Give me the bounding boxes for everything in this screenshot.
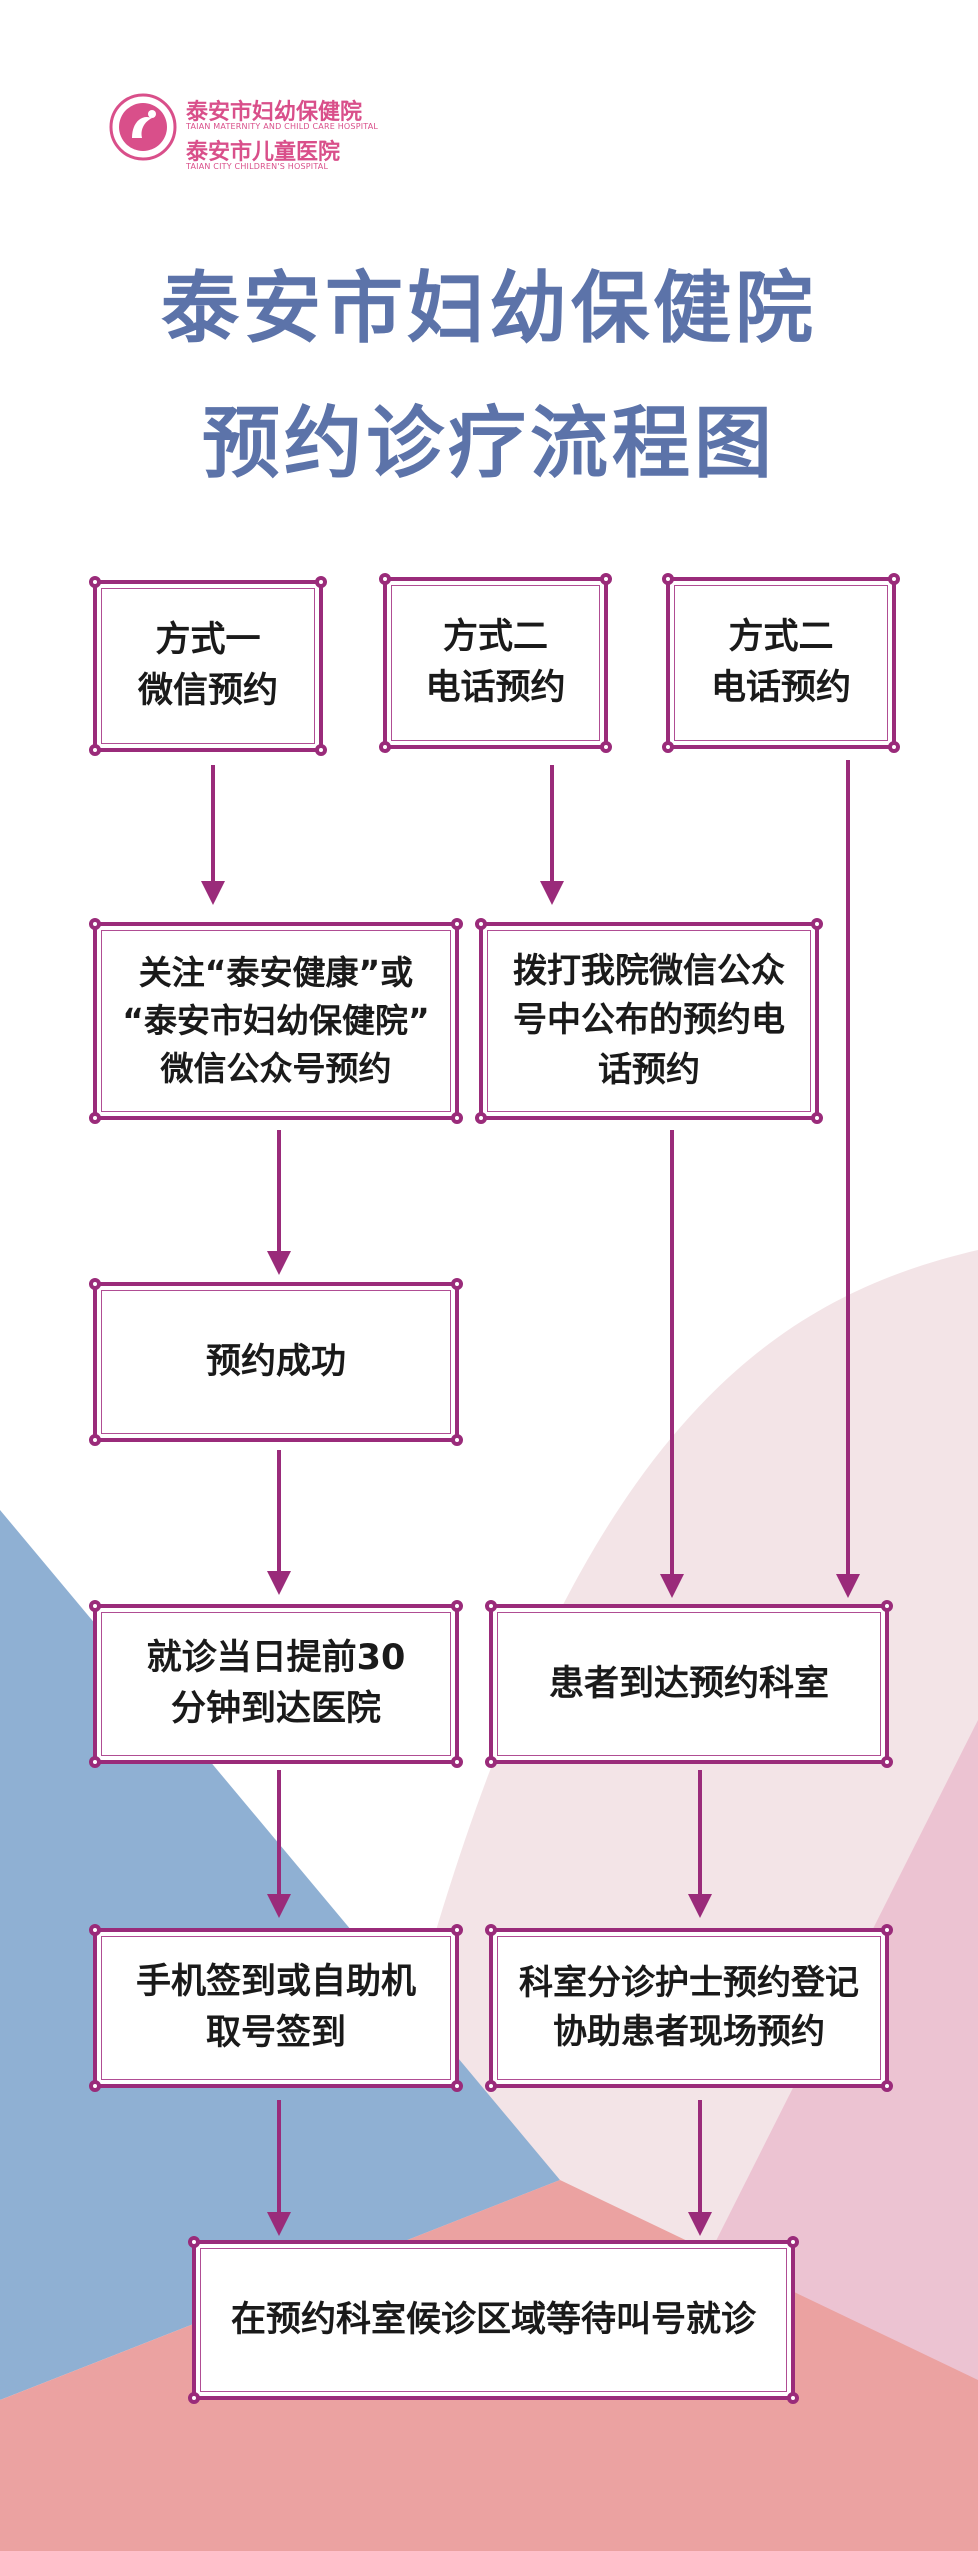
method3-box: 方式二 电话预约 [662,573,900,753]
method3-line1: 方式二 [728,617,834,658]
logo-english-line1: TAIAN MATERNITY AND CHILD CARE HOSPITAL [186,122,379,131]
wechat-step-line1: 关注“泰安健康”或 [138,953,414,993]
wechat-step-box: 关注“泰安健康”或 “泰安市妇幼保健院” 微信公众号预约 [89,918,463,1124]
hospital-logo: 泰安市妇幼保健院 TAIAN MATERNITY AND CHILD CARE … [108,92,378,178]
checkin-line2: 取号签到 [205,2013,346,2053]
logo-name-line1: 泰安市妇幼保健院 [186,100,363,125]
success-box: 预约成功 [89,1278,463,1446]
nurse-line2: 协助患者现场预约 [553,2012,825,2052]
nurse-box: 科室分诊护士预约登记 协助患者现场预约 [485,1924,893,2092]
method2-line1: 方式二 [442,617,548,658]
wechat-step-line3: 微信公众号预约 [160,1048,392,1088]
nurse-line1: 科室分诊护士预约登记 [519,1962,859,2003]
page-title-line1: 泰安市妇幼保健院 [160,263,817,354]
page-title-line2: 预约诊疗流程图 [201,398,776,489]
phone-step-line2: 号中公布的预约电 [513,1000,785,1041]
checkin-box: 手机签到或自助机 取号签到 [89,1924,463,2092]
method2-box: 方式二 电话预约 [379,573,612,753]
hospital-emblem-icon [109,93,177,161]
arrive-early-line2: 分钟到达医院 [170,1689,381,1729]
method3-line2: 电话预约 [710,668,851,708]
final-label: 在预约科室候诊区域等待叫号就诊 [230,2299,756,2340]
phone-step-line3: 话预约 [598,1049,700,1090]
final-box: 在预约科室候诊区域等待叫号就诊 [188,2236,799,2404]
arrive-early-line1: 就诊当日提前30 [146,1638,406,1679]
method1-line1: 方式一 [155,620,261,661]
success-label: 预约成功 [205,1341,346,1382]
arrive-dept-label: 患者到达预约科室 [548,1663,829,1704]
method2-line2: 电话预约 [425,668,566,708]
phone-step-box: 拨打我院微信公众 号中公布的预约电 话预约 [475,918,823,1124]
logo-english-line2: TAIAN CITY CHILDREN'S HOSPITAL [186,162,329,171]
phone-step-line1: 拨打我院微信公众 [513,951,785,992]
arrive-early-box: 就诊当日提前30 分钟到达医院 [89,1600,463,1768]
wechat-step-line2: “泰安市妇幼保健院” [122,1001,430,1041]
logo-name-line2: 泰安市儿童医院 [186,140,341,165]
checkin-line1: 手机签到或自助机 [135,1962,416,2003]
method1-line2: 微信预约 [137,671,278,711]
arrive-dept-box: 患者到达预约科室 [485,1600,893,1768]
method1-box: 方式一 微信预约 [89,576,327,756]
